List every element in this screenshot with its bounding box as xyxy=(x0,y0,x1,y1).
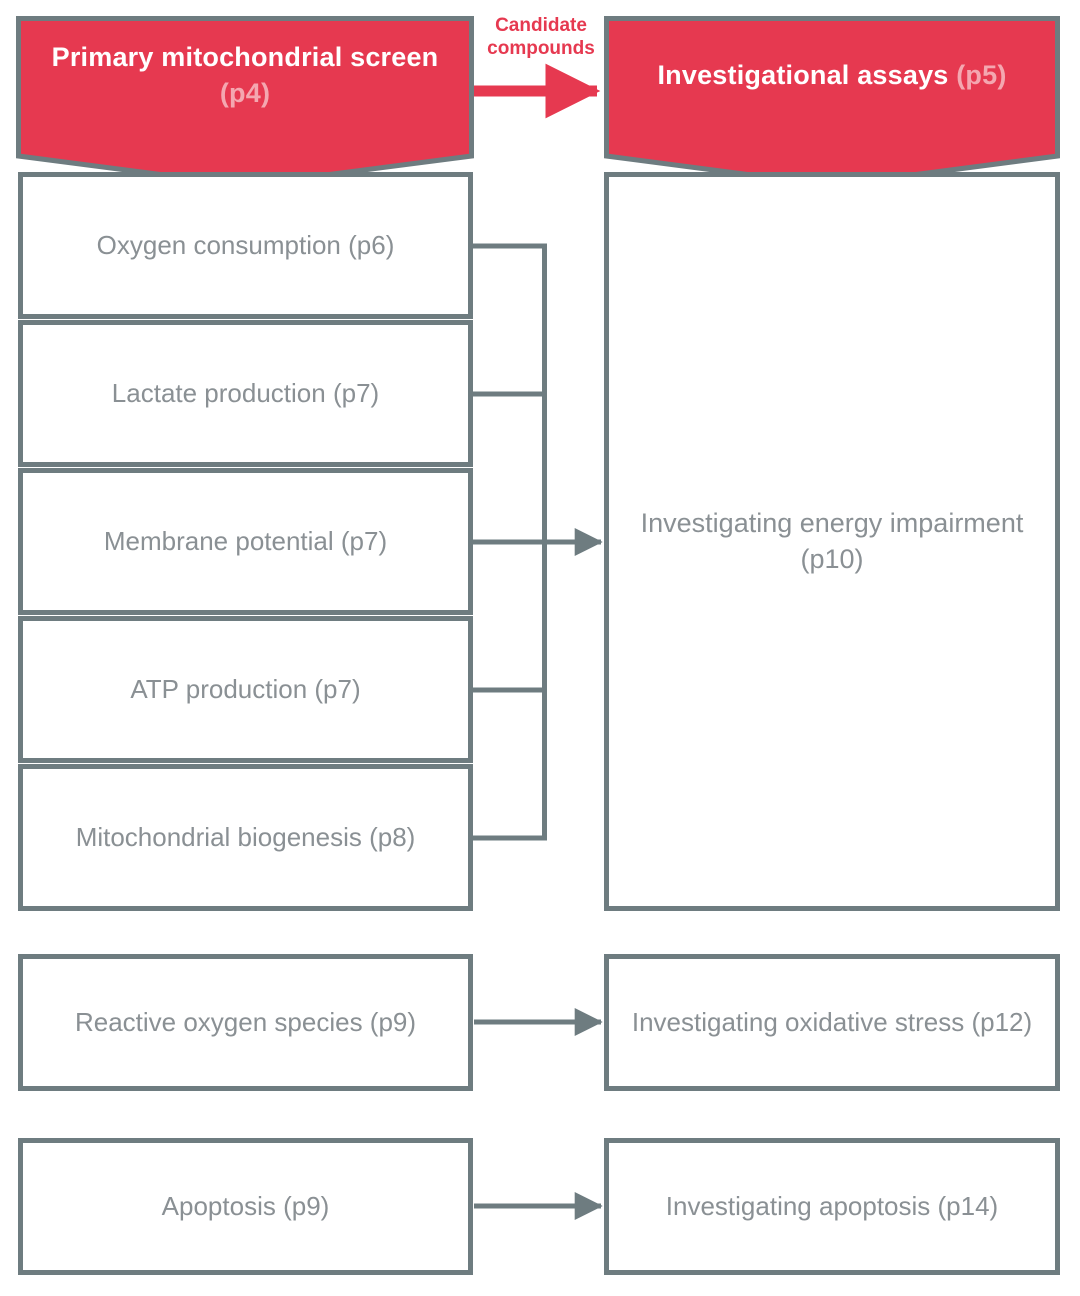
screen-box-mitochondrial-biogenesis[interactable]: Mitochondrial biogenesis (p8) xyxy=(18,764,473,911)
header-left-page: (p4) xyxy=(219,78,271,108)
assay-box-label: Investigating oxidative stress (p12) xyxy=(631,1006,1033,1037)
screen-box-reactive-oxygen-species[interactable]: Reactive oxygen species (p9) xyxy=(18,954,473,1091)
screen-box-membrane-potential[interactable]: Membrane potential (p7) xyxy=(18,468,473,615)
header-banner-investigational-assays-label: Investigational assays (p5) xyxy=(657,58,1006,94)
assay-box-label: Investigating energy impairment (p10) xyxy=(640,508,1024,574)
candidate-compounds-label: Candidate compounds xyxy=(478,14,604,60)
screen-box-label: Reactive oxygen species (p9) xyxy=(74,1006,417,1037)
screen-box-label: Apoptosis (p9) xyxy=(161,1190,330,1221)
screen-box-atp-production[interactable]: ATP production (p7) xyxy=(18,616,473,763)
header-right-page: (p5) xyxy=(956,60,1007,91)
candidate-compounds-line2: compounds xyxy=(487,38,595,60)
screen-box-oxygen-consumption[interactable]: Oxygen consumption (p6) xyxy=(18,172,473,319)
assay-box-oxidative-stress[interactable]: Investigating oxidative stress (p12) xyxy=(604,954,1060,1091)
header-left-title: Primary mitochondrial screen xyxy=(51,42,439,73)
screen-box-label: Oxygen consumption (p6) xyxy=(96,229,395,260)
assay-box-energy-impairment[interactable]: Investigating energy impairment (p10) xyxy=(604,172,1060,911)
assay-box-investigating-apoptosis[interactable]: Investigating apoptosis (p14) xyxy=(604,1138,1060,1275)
header-banner-primary-screen[interactable]: Primary mitochondrial screen (p4) xyxy=(16,16,474,188)
screen-box-lactate-production[interactable]: Lactate production (p7) xyxy=(18,320,473,467)
screen-box-label: ATP production (p7) xyxy=(130,673,361,704)
banner-shape-right xyxy=(604,16,1060,188)
header-banner-primary-screen-label: Primary mitochondrial screen (p4) xyxy=(42,40,448,111)
screen-box-label: Mitochondrial biogenesis (p8) xyxy=(75,821,416,852)
header-banner-investigational-assays[interactable]: Investigational assays (p5) xyxy=(604,16,1060,188)
assay-box-label: Investigating apoptosis (p14) xyxy=(665,1190,999,1221)
screen-box-label: Lactate production (p7) xyxy=(111,377,380,408)
screen-box-apoptosis[interactable]: Apoptosis (p9) xyxy=(18,1138,473,1275)
candidate-compounds-line1: Candidate xyxy=(495,15,587,36)
screen-box-label: Membrane potential (p7) xyxy=(103,525,388,556)
header-right-title: Investigational assays xyxy=(657,60,949,91)
banner-shape-left xyxy=(16,16,474,188)
